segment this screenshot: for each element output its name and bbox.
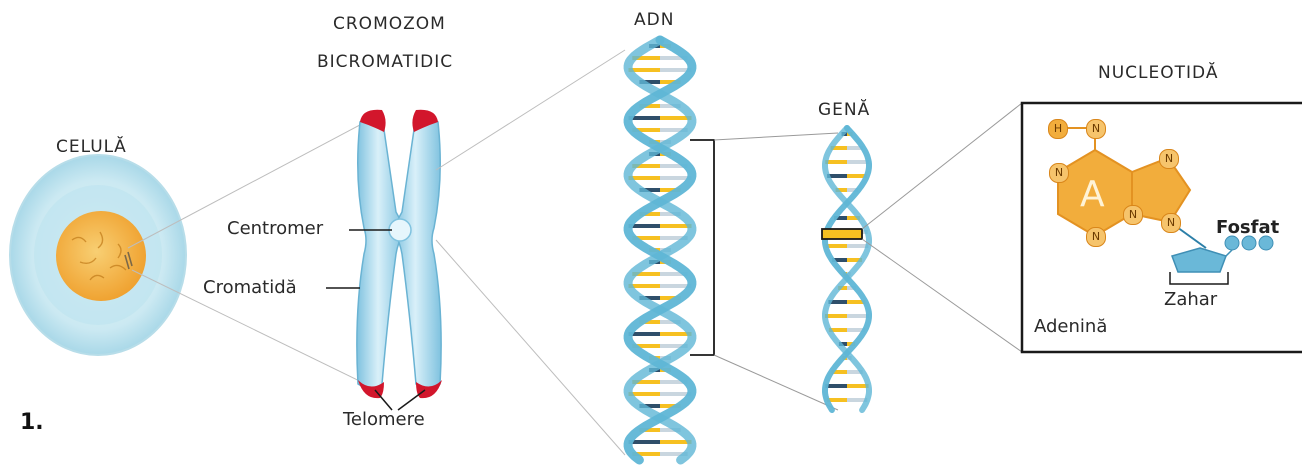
phosphate-group [1225,236,1273,250]
nitrogen-atom-badge-pentagon: N [1159,149,1179,169]
chromatid-left [357,114,404,388]
nitrogen-atom-badge-top: N [1086,119,1106,139]
chromosome-label-line2: BICROMATIDIC [317,52,453,72]
nitrogen-atom-badge-pentagon-bottom: N [1161,213,1181,233]
connector-dna-gene [714,133,838,410]
chromatid-right [394,114,441,388]
centromere-knob [389,219,411,241]
chromosome-label-line1: CROMOZOM [333,14,446,34]
gene-label: GENĂ [818,100,870,120]
chromatid-label: Cromatidă [203,277,297,298]
dna-label: ADN [634,10,674,30]
chromosome-illustration [357,110,442,398]
connector-chromosome-dna [436,50,625,455]
figure-number: 1. [20,410,44,435]
hydrogen-atom-badge: H [1048,119,1068,139]
connector-gene-nucleotide [862,103,1022,352]
adenine-letter: A [1080,174,1105,215]
dna-helix [628,40,692,460]
phosphate-label: Fosfat [1216,217,1279,238]
gene-highlight-box [822,229,862,239]
nitrogen-atom-badge-bottom: N [1086,227,1106,247]
adenine-label: Adenină [1034,316,1107,337]
nitrogen-atom-badge-inner: N [1123,205,1143,225]
cell-label: CELULĂ [56,137,127,157]
telomeres-label: Telomere [343,409,425,430]
cell-illustration [10,155,186,355]
sugar-label: Zahar [1164,289,1217,310]
nucleotide-label: NUCLEOTIDĂ [1098,63,1218,83]
cell-nucleus [56,211,146,301]
nitrogen-atom-badge-left: N [1049,163,1069,183]
centromere-label: Centromer [227,218,323,239]
gene-helix [825,128,869,410]
